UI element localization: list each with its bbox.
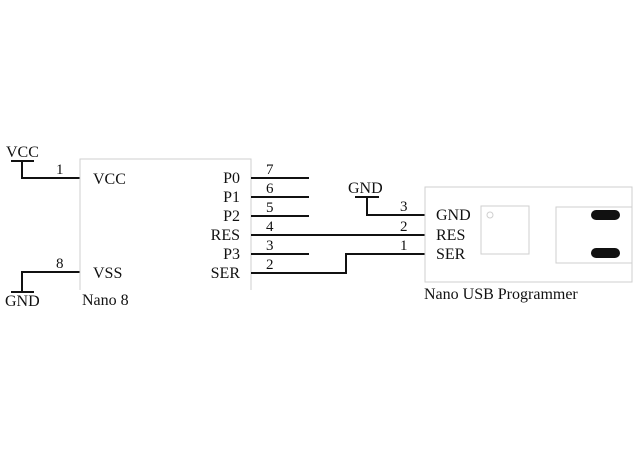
nano8-pin-7-number: 7: [266, 162, 274, 178]
vcc-supply-label: VCC: [6, 144, 39, 161]
gnd-programmer-label: GND: [348, 180, 383, 197]
nano8-name: Nano 8: [82, 292, 129, 309]
ser-net-wire: [251, 253, 425, 274]
programmer-name: Nano USB Programmer: [424, 286, 578, 303]
nano8-pin-3-number: 3: [266, 238, 274, 254]
usb-contact-bottom-icon: [591, 248, 620, 258]
usb-connector-outline: [555, 206, 632, 264]
nano8-pin-5-number: 5: [266, 200, 274, 216]
usb-contact-top-icon: [591, 210, 620, 220]
gnd-left-wire: [21, 271, 80, 292]
nano8-pin-8-number: 8: [56, 256, 64, 272]
nano8-chip: VCC VSS Nano 8 P0 P1 P2 RES P3 SER 7 6 5…: [79, 158, 309, 309]
vcc-supply: VCC 1: [6, 144, 80, 179]
vcc-wire: [21, 161, 80, 179]
programmer-pin-gnd-label: GND: [436, 207, 471, 224]
programmer-pin-1-number: 1: [400, 238, 408, 254]
programmer-outline: [424, 186, 633, 283]
programmer-pin-2-number: 2: [400, 219, 408, 235]
usb-programmer: GND RES SER Nano USB Programmer: [424, 186, 633, 303]
nano8-pin-4-number: 4: [266, 219, 274, 235]
programmer-pin-res-label: RES: [436, 227, 465, 244]
nano8-pin-vcc-label: VCC: [93, 171, 126, 188]
nano8-outline: [79, 158, 252, 290]
gnd-programmer-wire: [366, 197, 425, 216]
nano8-pin-p0-label: P0: [223, 170, 240, 187]
gnd-left-label: GND: [5, 293, 40, 310]
gnd-left: GND 8: [5, 256, 80, 310]
nano8-pin-vss-label: VSS: [93, 265, 122, 282]
nano8-pin-p2-label: P2: [223, 208, 240, 225]
programmer-ic-chip: [480, 205, 530, 255]
ic-pin1-marker-icon: [486, 211, 494, 219]
nano8-pin-res-label: RES: [211, 227, 240, 244]
programmer-pin-ser-label: SER: [436, 246, 466, 263]
gnd-programmer: GND: [348, 180, 425, 216]
nano8-pin-6-number: 6: [266, 181, 274, 197]
programmer-pin-3-number: 3: [400, 199, 408, 215]
nano8-pin-1-number: 1: [56, 162, 64, 178]
nano8-pin-p3-label: P3: [223, 246, 240, 263]
nano8-pin-ser-label: SER: [211, 265, 241, 282]
nano8-pin-2-number: 2: [266, 257, 274, 273]
nano8-pin-p1-label: P1: [223, 189, 240, 206]
